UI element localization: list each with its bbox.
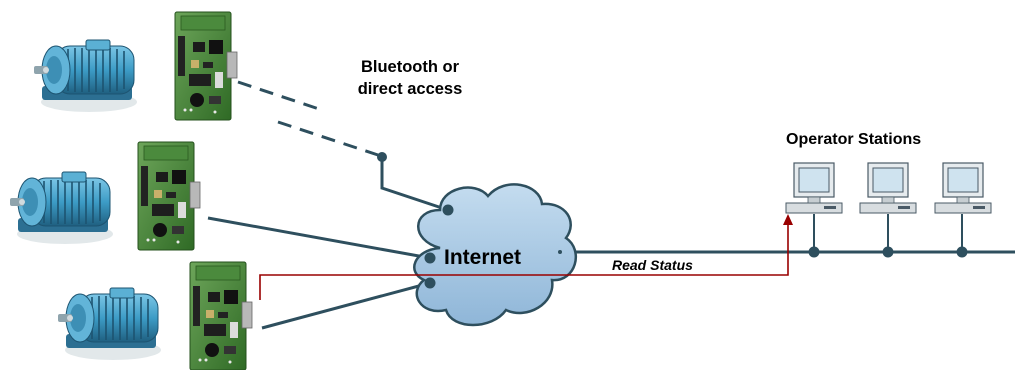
controller-board-1 xyxy=(174,11,238,121)
motor-3 xyxy=(57,287,162,361)
operator-stations-label: Operator Stations xyxy=(786,131,922,148)
wired-links xyxy=(207,157,449,330)
motor-2 xyxy=(9,171,114,245)
read-status-arrowhead xyxy=(783,214,793,225)
cloud-link-endpoints xyxy=(424,204,562,289)
read-status-path xyxy=(259,214,793,300)
motor-1 xyxy=(33,39,138,113)
access-point-node xyxy=(377,152,387,162)
controller-board-3 xyxy=(189,261,253,371)
wireless-dashed-link xyxy=(237,80,379,157)
read-status-label: Read Status xyxy=(612,257,693,273)
bluetooth-label-line2: direct access xyxy=(357,80,463,98)
operator-station-2 xyxy=(859,162,917,214)
internet-label: Internet xyxy=(444,246,522,269)
operator-station-1 xyxy=(785,162,843,214)
controller-board-2 xyxy=(137,141,201,251)
internet-cloud-icon xyxy=(413,183,577,327)
operator-station-3 xyxy=(934,162,992,214)
bluetooth-label-line1: Bluetooth or xyxy=(360,58,460,76)
bluetooth-label: Bluetooth or direct access xyxy=(330,56,490,100)
